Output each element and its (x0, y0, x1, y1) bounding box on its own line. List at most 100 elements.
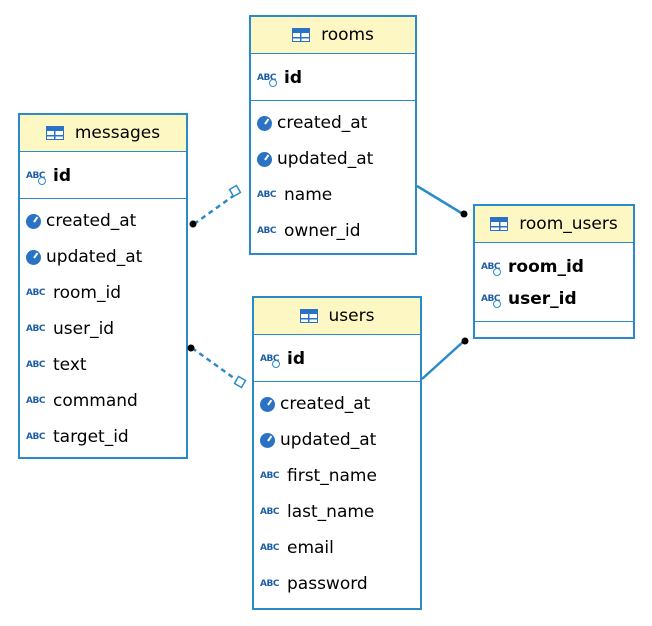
column-name: first_name (287, 466, 377, 486)
column[interactable]: ABC password (260, 566, 420, 602)
table-icon (45, 126, 64, 140)
column-name: updated_at (277, 149, 374, 169)
key-icon: ABC (257, 73, 279, 87)
table-rooms[interactable]: rooms ABC id created_at updated_at ABC na… (249, 15, 417, 255)
column-name: created_at (280, 394, 371, 414)
column-name: created_at (277, 113, 368, 133)
column-name: email (287, 538, 334, 558)
table-title: room_users (519, 214, 618, 234)
column[interactable]: ABC name (257, 177, 415, 213)
column-name: room_id (53, 283, 121, 303)
table-header: room_users (475, 206, 633, 243)
abc-icon: ABC (26, 396, 45, 406)
table-messages[interactable]: messages ABC id created_at updated_at AB… (18, 113, 188, 459)
table-users[interactable]: users ABC id created_at updated_at ABC fi… (252, 296, 422, 610)
column-name: updated_at (280, 430, 377, 450)
column-name: id (284, 68, 302, 88)
column[interactable]: ABC room_id (26, 275, 186, 311)
abc-icon: ABC (26, 432, 45, 442)
key-icon: ABC (481, 262, 503, 276)
link-users-room-users[interactable] (421, 337, 469, 380)
column-name: password (287, 574, 368, 594)
link-end-dot (461, 337, 469, 345)
link-messages-rooms[interactable] (189, 184, 242, 228)
abc-icon: ABC (260, 471, 279, 481)
abc-icon: ABC (257, 226, 276, 236)
table-header: messages (20, 115, 186, 152)
table-header: users (254, 298, 420, 335)
column-name: text (53, 355, 87, 375)
pk-column[interactable]: ABC user_id (481, 283, 633, 315)
abc-icon: ABC (260, 543, 279, 553)
column[interactable]: ABC user_id (26, 311, 186, 347)
column[interactable]: updated_at (260, 422, 420, 458)
abc-icon: ABC (260, 579, 279, 589)
abc-icon: ABC (26, 324, 45, 334)
column[interactable]: ABC email (260, 530, 420, 566)
column-name: user_id (508, 289, 577, 309)
column[interactable]: created_at (26, 203, 186, 239)
table-title: messages (74, 123, 161, 143)
primary-key-section: ABC id (254, 335, 420, 382)
link-end-dot (189, 220, 197, 228)
column-name: created_at (46, 211, 137, 231)
clock-icon (260, 432, 275, 448)
column[interactable]: ABC target_id (26, 419, 186, 455)
column-name: id (53, 166, 71, 186)
column-name: command (53, 391, 138, 411)
link-end-square (233, 375, 247, 389)
column-name: id (287, 349, 305, 369)
key-icon: ABC (260, 354, 282, 368)
clock-icon (260, 396, 275, 412)
link-end-square (228, 184, 242, 198)
column[interactable]: ABC text (26, 347, 186, 383)
column[interactable]: created_at (260, 386, 420, 422)
columns-section: created_at updated_at ABC first_name ABC l… (254, 382, 420, 606)
column[interactable]: created_at (257, 105, 415, 141)
key-icon: ABC (481, 294, 503, 308)
link-end-dot (187, 344, 195, 352)
column-name: owner_id (284, 221, 361, 241)
abc-icon: ABC (257, 190, 276, 200)
primary-key-section: ABC id (251, 54, 415, 101)
column-name: name (284, 185, 333, 205)
column-name: user_id (53, 319, 115, 339)
pk-column[interactable]: ABC room_id (481, 251, 633, 283)
key-icon: ABC (26, 171, 48, 185)
column[interactable]: ABC first_name (260, 458, 420, 494)
pk-column[interactable]: ABC id (257, 62, 415, 94)
clock-icon (26, 213, 41, 229)
table-icon (292, 28, 311, 42)
column-name: room_id (508, 257, 584, 277)
column-name: updated_at (46, 247, 143, 267)
link-end-dot (460, 210, 468, 218)
column[interactable]: updated_at (257, 141, 415, 177)
column[interactable]: updated_at (26, 239, 186, 275)
link-rooms-room-users[interactable] (416, 184, 468, 218)
column[interactable]: ABC last_name (260, 494, 420, 530)
clock-icon (257, 115, 272, 131)
abc-icon: ABC (26, 288, 45, 298)
link-messages-users[interactable] (187, 344, 247, 389)
clock-icon (257, 151, 272, 167)
column[interactable]: ABC command (26, 383, 186, 419)
clock-icon (26, 249, 41, 265)
primary-key-section: ABC room_id ABC user_id (475, 243, 633, 322)
table-icon (299, 309, 318, 323)
table-title: users (328, 306, 375, 326)
table-header: rooms (251, 17, 415, 54)
abc-icon: ABC (260, 507, 279, 517)
pk-column[interactable]: ABC id (260, 343, 420, 375)
abc-icon: ABC (26, 360, 45, 370)
columns-section: created_at updated_at ABC room_id ABC user… (20, 199, 186, 459)
column[interactable]: ABC owner_id (257, 213, 415, 249)
pk-column[interactable]: ABC id (26, 160, 186, 192)
primary-key-section: ABC id (20, 152, 186, 199)
table-title: rooms (321, 25, 374, 45)
column-name: last_name (287, 502, 375, 522)
column-name: target_id (53, 427, 129, 447)
table-icon (490, 217, 509, 231)
table-room-users[interactable]: room_users ABC room_id ABC user_id (473, 204, 635, 339)
columns-section: created_at updated_at ABC name ABC owner_i… (251, 101, 415, 253)
